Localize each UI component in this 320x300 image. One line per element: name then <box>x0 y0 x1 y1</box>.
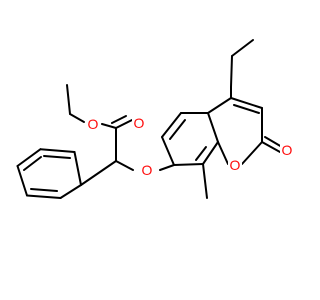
molecule-structure-diagram: O O O O O <box>16 39 294 199</box>
alpha-carbon-bonds <box>80 127 175 186</box>
ester-carbonyl-oxygen-label: O <box>134 115 145 131</box>
phenyl-ring <box>16 148 82 199</box>
coumarin-benzo-ring <box>161 112 219 166</box>
lactone-carbonyl-oxygen-label: O <box>282 142 293 158</box>
ethyl-substituent <box>230 39 254 99</box>
oxygen-atoms: O O O O O <box>86 115 294 178</box>
pyranone-ring <box>207 97 283 165</box>
ether-oxygen-label: O <box>142 162 153 178</box>
methyl-ester-group <box>66 84 133 129</box>
ring-oxygen-label: O <box>230 157 241 173</box>
methyl-substituent <box>202 163 208 199</box>
ester-oxygen-label: O <box>88 116 99 132</box>
